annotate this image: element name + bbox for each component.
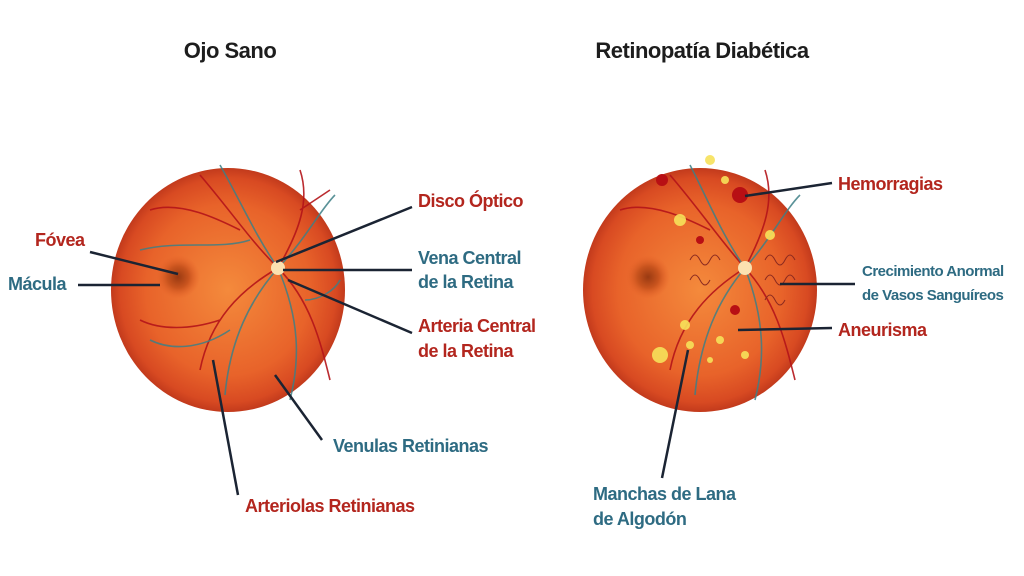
title-diabetic-eye: Retinopatía Diabética — [595, 38, 809, 63]
label-optic-disc: Disco Óptico — [418, 190, 524, 211]
label-fovea: Fóvea — [35, 230, 86, 250]
leader-lines — [78, 181, 855, 496]
diabetic-retina — [583, 155, 817, 412]
label-venules: Venulas Retinianas — [333, 436, 489, 456]
blood-vessels — [139, 164, 341, 401]
label-cotton-wool-line1: Manchas de Lana — [593, 484, 737, 504]
optic-disc — [271, 261, 285, 275]
label-arterioles: Arteriolas Retinianas — [245, 496, 415, 516]
healthy-retina — [111, 164, 345, 412]
label-central-vein-line2: de la Retina — [418, 272, 515, 292]
title-healthy-eye: Ojo Sano — [184, 38, 277, 63]
optic-disc — [738, 261, 752, 275]
label-central-artery-line1: Arteria Central — [418, 316, 536, 336]
blood-vessels — [619, 164, 801, 401]
label-cotton-wool-line2: de Algodón — [593, 509, 686, 529]
hemorrhages — [656, 174, 748, 315]
label-macula: Mácula — [8, 274, 68, 294]
cotton-wool-spots — [652, 155, 775, 363]
label-neovascularization-line1: Crecimiento Anormal — [862, 263, 1004, 280]
macula — [626, 255, 670, 299]
label-aneurysm: Aneurisma — [838, 320, 928, 340]
label-hemorrhages: Hemorragias — [838, 174, 943, 194]
label-central-artery-line2: de la Retina — [418, 341, 515, 361]
label-central-vein-line1: Vena Central — [418, 248, 521, 268]
macula — [156, 255, 200, 299]
label-neovascularization-line2: de Vasos Sanguíreos — [862, 287, 1004, 304]
